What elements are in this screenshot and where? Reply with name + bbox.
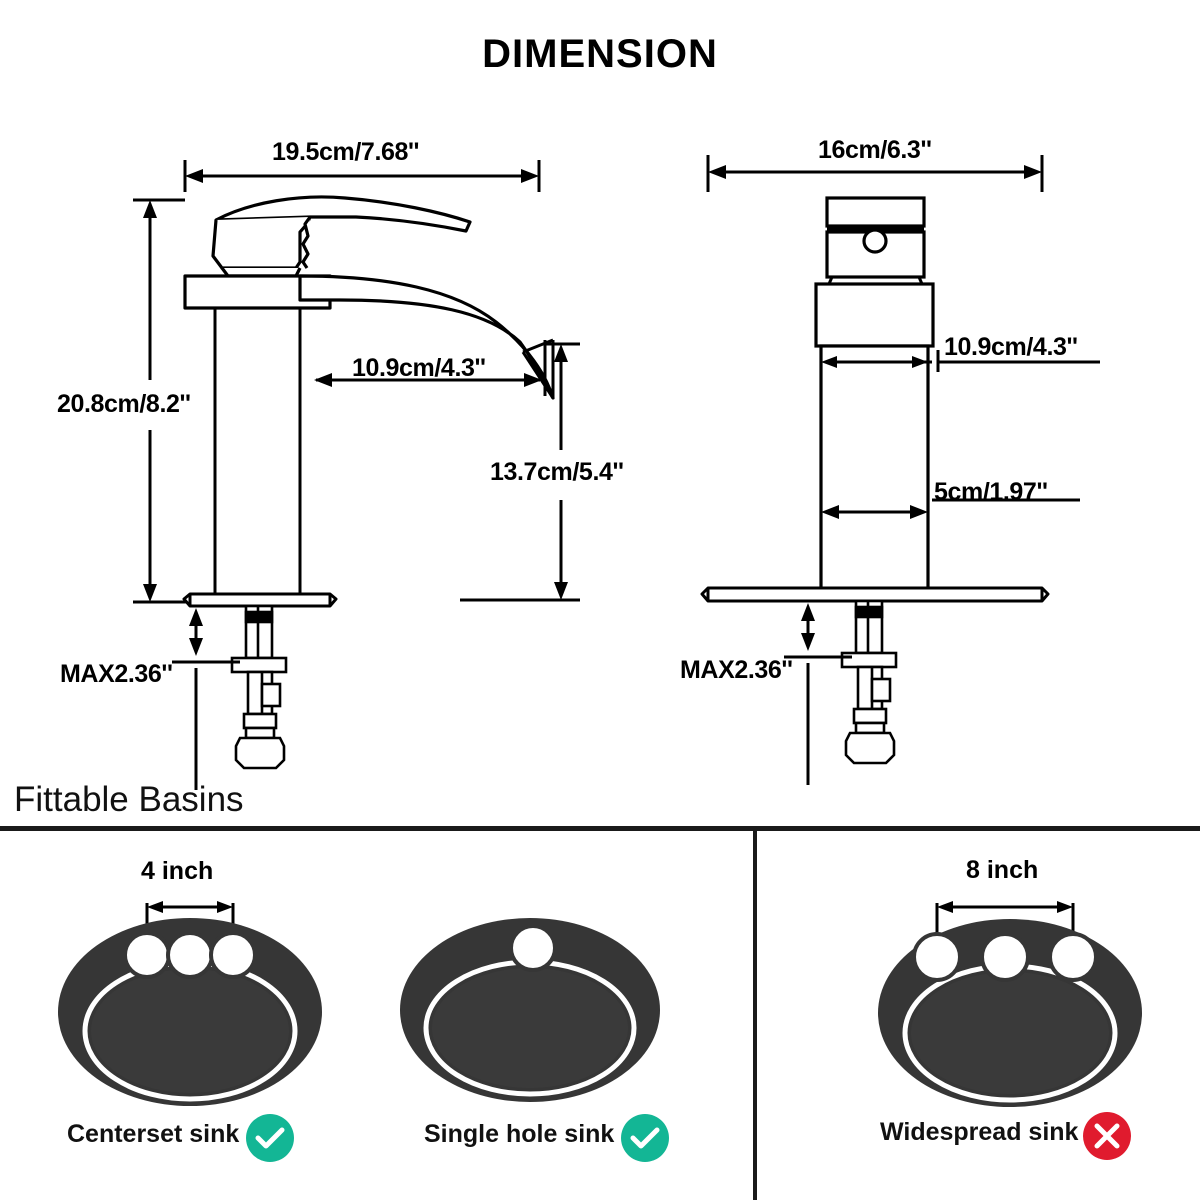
label-body-offset: 10.9cm/4.3'' <box>944 333 1078 361</box>
arrow-right-centerset-spacing <box>217 901 233 913</box>
dim-spout-height <box>460 342 580 602</box>
basin-centerset-drawing <box>58 901 322 1106</box>
mounting-hardware-front <box>840 599 898 765</box>
label-overall-width: 19.5cm/7.68'' <box>272 138 420 166</box>
arrow-up-overall-height <box>143 200 157 218</box>
dim-body-width <box>819 440 1080 530</box>
label-widespread-sink: Widespread sink <box>880 1118 1079 1146</box>
faucet-handle <box>211 195 472 278</box>
basin-single-hole-drawing <box>400 918 660 1102</box>
mounting-hardware <box>230 604 288 770</box>
faucet-column <box>213 308 302 594</box>
arrow-left-body-offset <box>821 356 837 368</box>
arrow-left-centerset-spacing <box>147 901 163 913</box>
arrow-down-spout-height <box>554 582 568 600</box>
fittable-basins-heading: Fittable Basins <box>14 780 244 819</box>
arrow-left-deck-width <box>708 165 726 179</box>
label-overall-height: 20.8cm/8.2'' <box>57 390 191 418</box>
arrow-right-overall-width <box>521 169 539 183</box>
label-deck-width: 16cm/6.3'' <box>818 136 932 164</box>
deck-plate <box>182 592 338 608</box>
label-spout-height: 13.7cm/5.4'' <box>490 458 624 486</box>
arrow-down-overall-height <box>143 584 157 602</box>
arrow-right-spout-reach <box>524 373 542 387</box>
arrow-right-body-width <box>910 505 928 519</box>
basin-widespread-drawing <box>878 901 1142 1107</box>
label-max-deck-side: MAX2.36'' <box>60 660 173 688</box>
sink-single-hole <box>400 918 660 1102</box>
arrow-up-spout-height <box>554 344 568 362</box>
arrow-down-max-deck-front <box>801 633 815 651</box>
arrow-right-deck-width <box>1024 165 1042 179</box>
handle-cap-front <box>825 196 926 279</box>
side-view-drawing <box>133 160 580 790</box>
dim-spout-reach <box>316 340 547 396</box>
front-view-drawing <box>700 155 1100 785</box>
deck-plate-front <box>700 586 1050 603</box>
label-centerset-sink: Centerset sink <box>67 1120 240 1148</box>
arrow-left-spout-reach <box>314 373 332 387</box>
label-centerset-spacing: 4 inch <box>141 857 214 885</box>
badge-cross-widespread <box>1083 1112 1131 1160</box>
sink-centerset <box>58 918 322 1106</box>
dim-max-deck <box>172 612 240 790</box>
faucet-spout <box>298 274 555 400</box>
label-max-deck-front: MAX2.36'' <box>680 656 793 684</box>
arrow-right-widespread-spacing <box>1057 901 1073 913</box>
label-spout-reach: 10.9cm/4.3'' <box>352 354 486 382</box>
arrow-left-widespread-spacing <box>937 901 953 913</box>
label-widespread-spacing: 8 inch <box>966 856 1039 884</box>
page-title: DIMENSION <box>482 32 718 76</box>
label-single-hole-sink: Single hole sink <box>424 1120 615 1148</box>
panel-divider-vertical <box>753 831 757 1200</box>
dim-max-deck-front <box>784 607 852 785</box>
label-body-width: 5cm/1.97'' <box>934 478 1048 506</box>
faucet-body <box>183 274 332 310</box>
arrow-up-max-deck-front <box>801 603 815 621</box>
arrow-down-max-deck <box>189 638 203 656</box>
sink-widespread <box>878 919 1142 1107</box>
dim-overall-height <box>133 198 190 604</box>
arrow-up-max-deck <box>189 608 203 626</box>
arrow-left-overall-width <box>185 169 203 183</box>
arrow-left-body-width <box>821 505 839 519</box>
faucet-body-front <box>814 282 935 596</box>
arrow-right-body-offset <box>912 356 928 368</box>
badge-check-single-hole <box>621 1114 669 1162</box>
badge-check-centerset <box>246 1114 294 1162</box>
section-divider-horizontal <box>0 826 1200 831</box>
dim-deck-width <box>706 155 1044 192</box>
